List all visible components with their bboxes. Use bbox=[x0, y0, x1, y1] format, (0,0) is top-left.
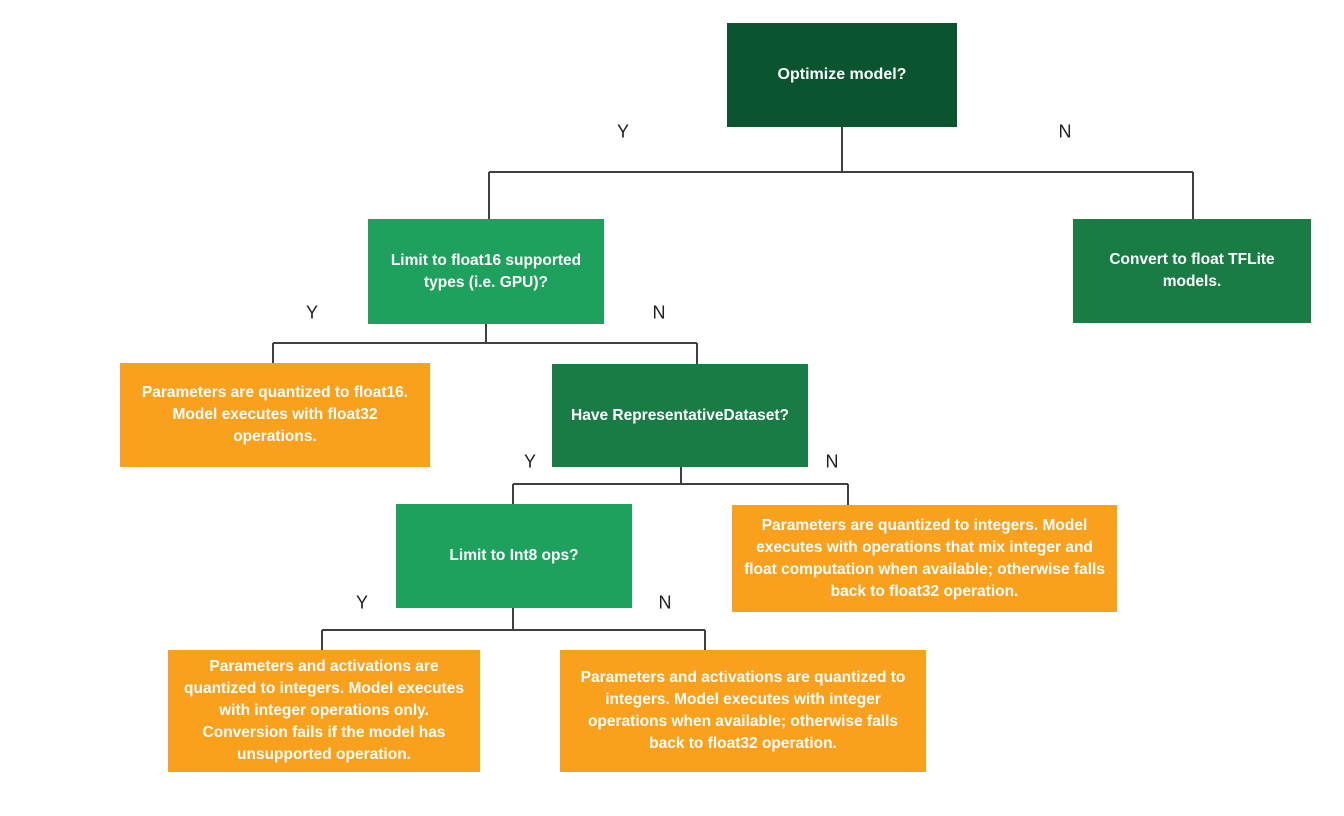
node-integer-only-result: Parameters and activations are quantized… bbox=[168, 650, 480, 772]
edge-label-have-dataset-no: N bbox=[825, 451, 839, 472]
node-optimize-model-question: Optimize model? bbox=[727, 23, 957, 127]
connector-level4 bbox=[321, 608, 706, 651]
edge-label-float16-yes: Y bbox=[305, 302, 319, 323]
node-integer-fallback-result: Parameters and activations are quantized… bbox=[560, 650, 926, 772]
connector-level3 bbox=[512, 467, 849, 506]
connector-level2 bbox=[272, 324, 698, 365]
connector-level1 bbox=[488, 127, 1194, 220]
node-limit-int8-ops-question: Limit to Int8 ops? bbox=[396, 504, 632, 608]
node-quantized-float16-result: Parameters are quantized to float16. Mod… bbox=[120, 363, 430, 467]
edge-label-optimize-yes: Y bbox=[616, 121, 630, 142]
edge-label-limit-int8-no: N bbox=[658, 592, 672, 613]
node-convert-float-tflite-result: Convert to float TFLite models. bbox=[1073, 219, 1311, 323]
node-limit-float16-question: Limit to float16 supported types (i.e. G… bbox=[368, 219, 604, 324]
edge-label-limit-int8-yes: Y bbox=[355, 592, 369, 613]
node-mixed-integer-float-result: Parameters are quantized to integers. Mo… bbox=[732, 505, 1117, 612]
edge-label-float16-no: N bbox=[652, 302, 666, 323]
edge-label-have-dataset-yes: Y bbox=[523, 451, 537, 472]
edge-label-optimize-no: N bbox=[1058, 121, 1072, 142]
node-have-representative-dataset-question: Have RepresentativeDataset? bbox=[552, 364, 808, 467]
